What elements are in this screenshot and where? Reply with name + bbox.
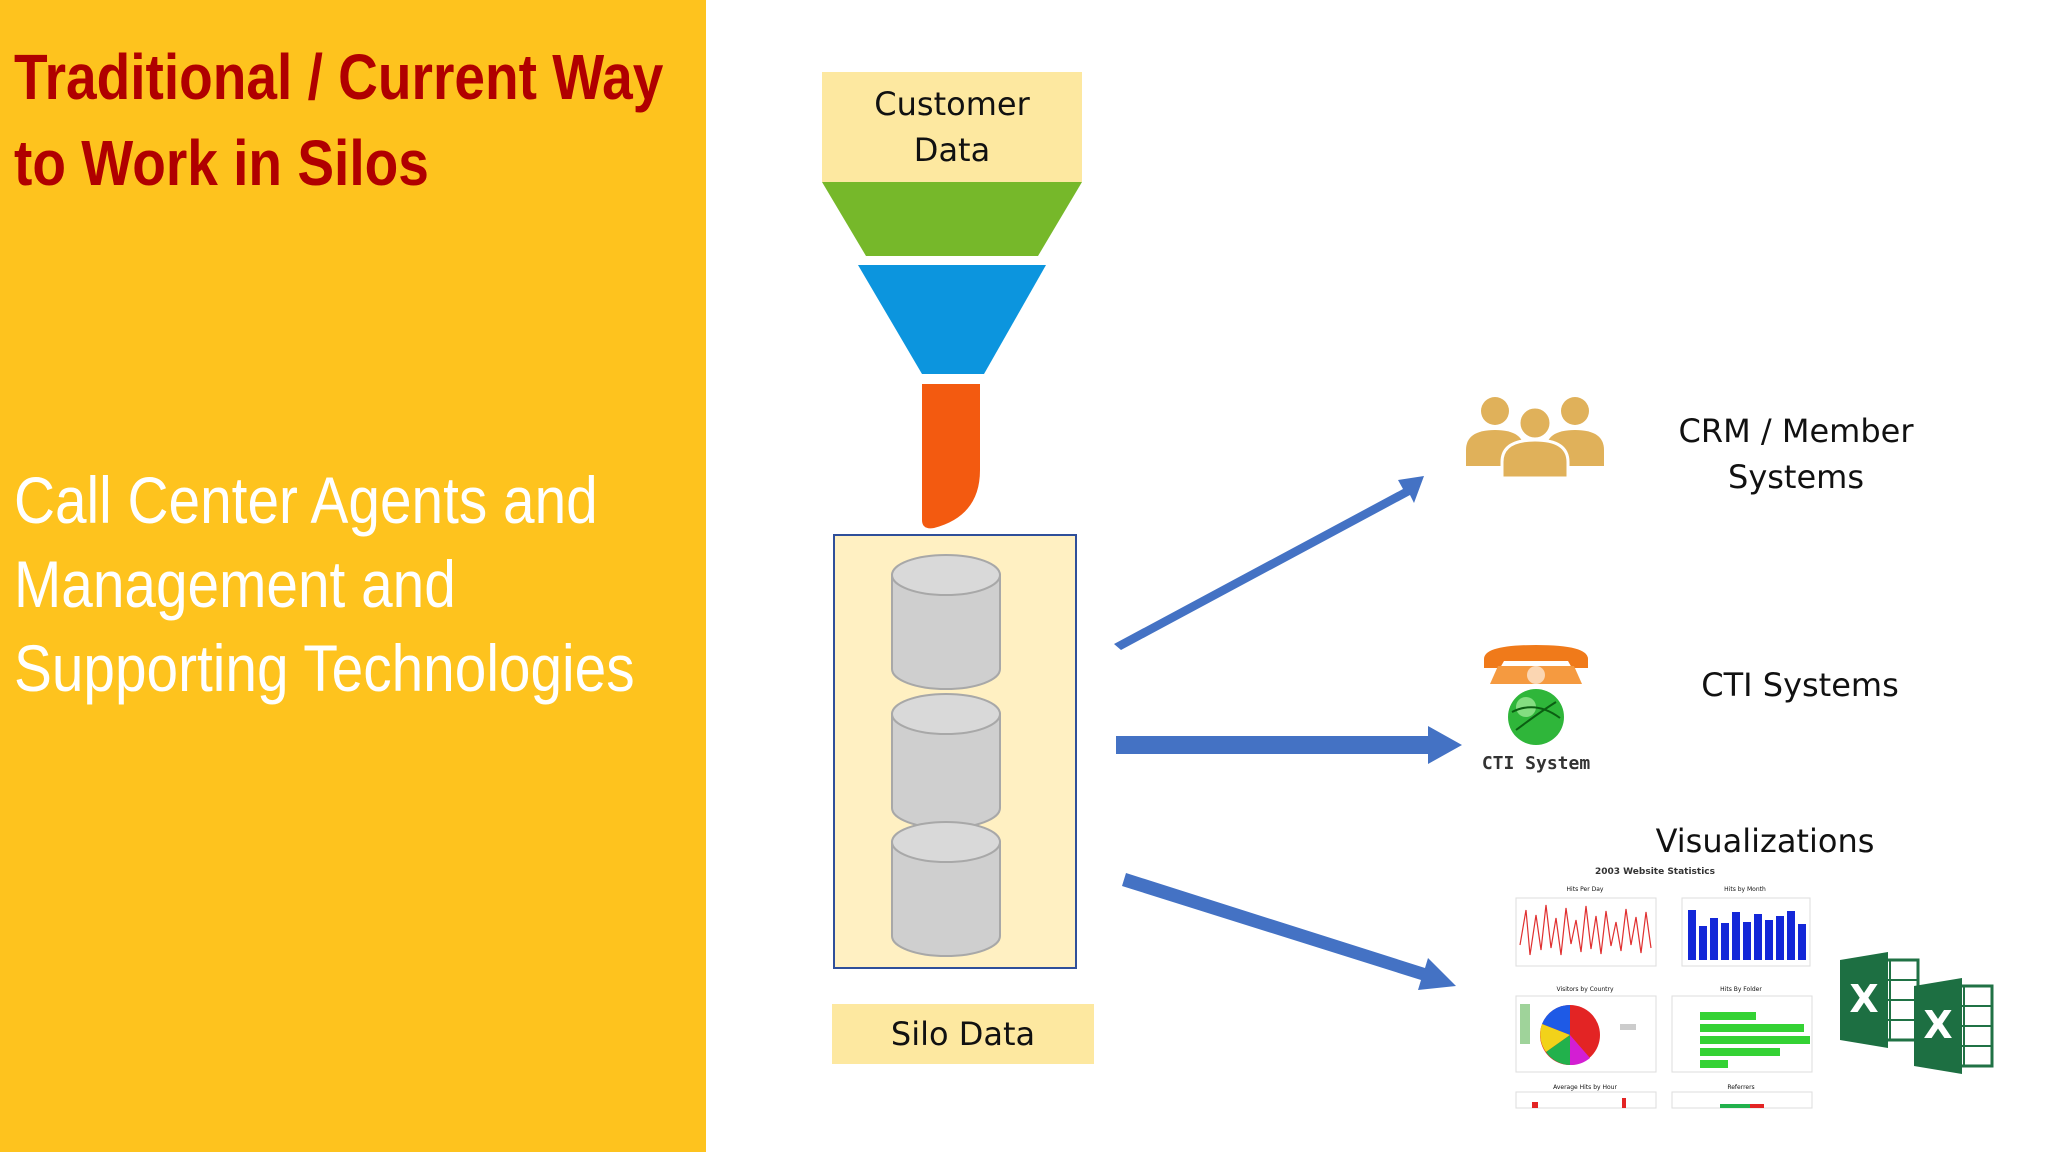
dashboard-panel-title: Referrers: [1727, 1084, 1755, 1091]
dashboard-panel-title: Hits By Folder: [1720, 986, 1762, 993]
slide-subtitle: Call Center Agents and Management and Su…: [14, 458, 635, 710]
arrow-to-cti: [1116, 726, 1462, 764]
arrow-to-crm: [1114, 476, 1424, 650]
svg-text:X: X: [1849, 977, 1878, 1021]
dashboard-title: 2003 Website Statistics: [1595, 867, 1715, 877]
arrow-to-viz-shape: [1122, 873, 1456, 990]
visualizations-label-text: Visualizations: [1655, 822, 1875, 860]
database-cylinder-icon: [891, 554, 1001, 690]
slide-title-line1: Traditional / Current Way: [14, 41, 664, 113]
crm-label: CRM / Member Systems: [1646, 408, 1946, 500]
silo-label: Silo Data: [890, 1015, 1036, 1053]
cti-label-text: CTI Systems: [1701, 666, 1899, 704]
crm-label-line2: Systems: [1728, 458, 1864, 496]
cti-label: CTI Systems: [1660, 662, 1940, 708]
telephone-globe-icon: [1484, 645, 1588, 745]
dashboard-pie-panel: [1515, 995, 1657, 1073]
database-cylinder-icon: [891, 821, 1001, 957]
crm-label-line1: CRM / Member: [1678, 412, 1914, 450]
left-panel: Traditional / Current Way to Work in Sil…: [0, 0, 706, 1152]
dashboard-panel-title: Average Hits by Hour: [1553, 1084, 1617, 1091]
cti-icon-caption: CTI System: [1481, 753, 1591, 774]
dashboard-bar-panel: [1681, 897, 1811, 967]
dashboard-hbar-panel: [1671, 995, 1813, 1073]
visualizations-label: Visualizations: [1620, 818, 1910, 864]
svg-text:X: X: [1923, 1003, 1952, 1047]
excel-icon: X X: [1840, 952, 1994, 1074]
visualizations-dashboard: [1512, 876, 1816, 1110]
funnel-label-line1: Customer: [874, 85, 1030, 123]
dashboard-panel-title: Hits Per Day: [1566, 886, 1604, 893]
funnel-spout: [922, 384, 980, 529]
arrow-to-crm-shape: [1114, 476, 1424, 650]
funnel-middle-band: [858, 265, 1046, 374]
funnel-label-line2: Data: [913, 131, 991, 169]
slide-title-line2: to Work in Silos: [14, 127, 429, 199]
arrow-to-viz: [1122, 873, 1456, 990]
database-cylinders: [891, 554, 1001, 957]
funnel-icon: [822, 182, 1082, 529]
slide-subtitle-line3: Supporting Technologies: [14, 631, 635, 705]
dashboard-panel-title: Hits by Month: [1724, 886, 1766, 893]
dashboard-panel-title: Visitors by Country: [1556, 986, 1614, 993]
slide-subtitle-line1: Call Center Agents and: [14, 463, 598, 537]
database-cylinder-icon: [891, 693, 1001, 829]
slide-subtitle-line2: Management and: [14, 547, 456, 621]
silo-label-box: Silo Data: [832, 1004, 1094, 1064]
dashboard-line-panel: [1515, 897, 1657, 967]
funnel-top-band: [822, 182, 1082, 256]
funnel-label-box: Customer Data: [822, 72, 1082, 182]
arrow-to-cti-shape: [1116, 726, 1462, 764]
people-group-icon: [1466, 397, 1604, 480]
slide-title: Traditional / Current Way to Work in Sil…: [14, 34, 663, 206]
